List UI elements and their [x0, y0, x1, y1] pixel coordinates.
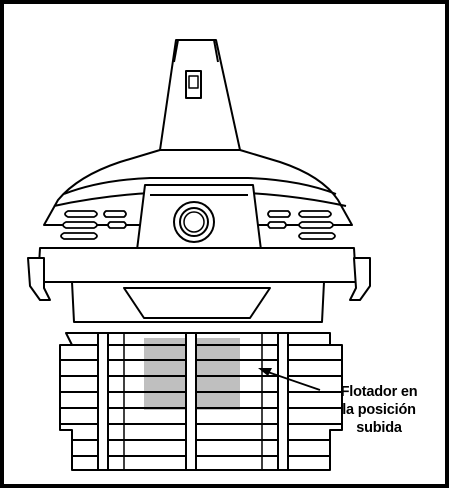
pump-rim: [27, 247, 371, 301]
right-cooling-fins: [267, 210, 336, 240]
left-cooling-fins: [60, 210, 127, 240]
label-line-2: la posición: [342, 402, 416, 418]
float-position-label: Flotador en la posición subida: [319, 383, 439, 437]
port-icon: [173, 201, 215, 243]
switch-window-icon: [185, 70, 202, 99]
label-line-1: Flotador en: [340, 384, 418, 400]
callout-arrow: [258, 368, 321, 391]
motor-body: [71, 281, 325, 323]
float-cage: [59, 332, 343, 471]
label-line-3: subida: [356, 420, 402, 436]
